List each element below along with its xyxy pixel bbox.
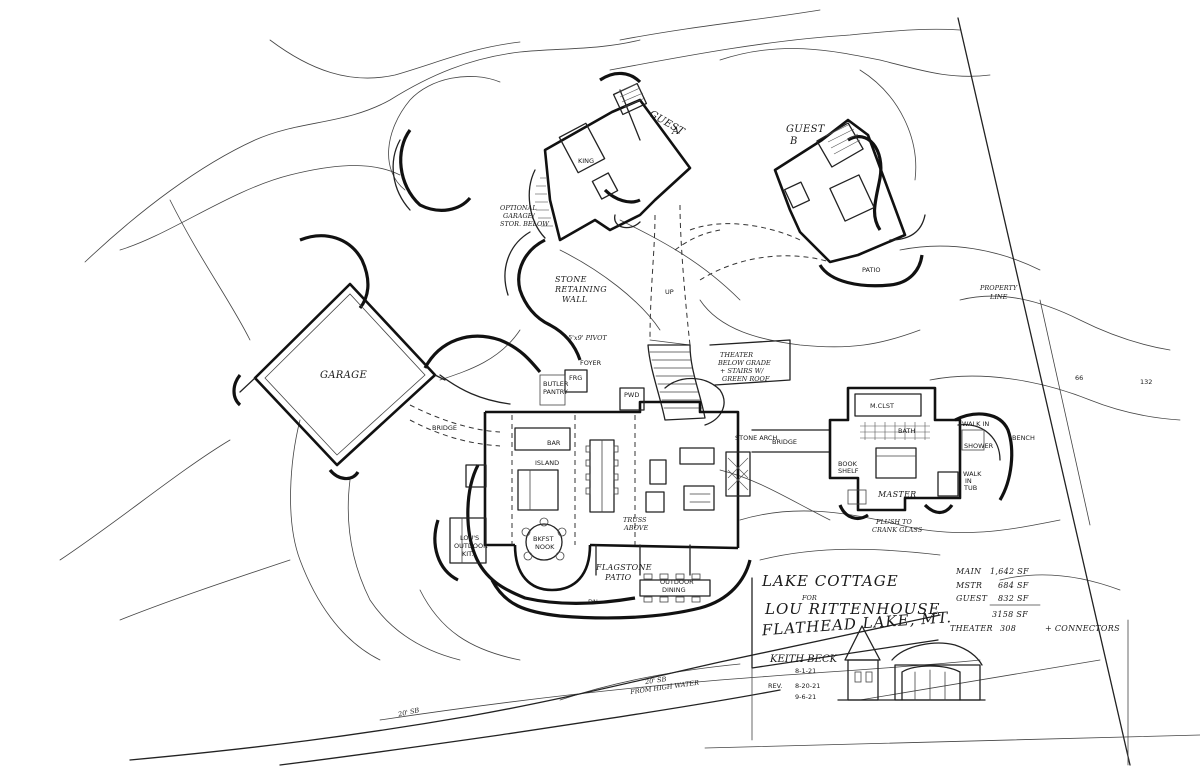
label-dn: DN [588,598,598,606]
label-outdoor-kit-2: OUTDOOR [454,542,488,550]
label-flagstone-1: FLAGSTONE [595,563,652,572]
label-stone-wall-1: STONE [555,275,587,284]
label-guest-a-1: GUEST [647,109,687,138]
label-butler-2: PANTRY [543,388,568,396]
label-bar: BAR [547,439,561,447]
title-line-1: LAKE COTTAGE [761,572,899,590]
label-outdoor-kit-3: KIT. [462,550,473,558]
label-setback-side: 20' SB [396,706,420,719]
label-foyer: FOYER [580,359,602,367]
area-main-value: 1,642 SF [990,567,1029,576]
label-theater-4: GREEN ROOF [722,375,770,383]
label-bridge-right: BRIDGE [772,438,797,446]
label-theater-3: + STAIRS W/ [720,367,764,375]
property-lines [704,17,1200,766]
date-revision-2: 9-6-21 [795,693,816,701]
label-theater-1: THEATER [720,351,753,359]
label-walk-tub-1: WALK [963,470,982,478]
label-king: KING [578,157,594,165]
label-up: UP [665,288,674,296]
label-pivot: 5'x9' PIVOT [568,334,607,342]
label-outdoor-dining-2: DINING [662,586,686,594]
label-outdoor-kit-1: LOU'S [460,534,479,542]
title-block: LAKE COTTAGE FOR LOU RITTENHOUSE FLATHEA… [760,572,952,701]
label-bath: BATH [898,427,915,435]
label-truss-1: TRUSS [623,516,647,524]
label-optional-garage-2: GARAGE/ [503,212,535,220]
area-total-value: 3158 SF [992,610,1028,619]
label-flush-glass-1: FLUSH TO [875,518,912,526]
label-shower: SHOWER [964,442,994,450]
main-house [449,369,751,603]
area-main-label: MAIN [955,567,982,576]
area-guest-label: GUEST [956,594,988,603]
terrain-contours [59,9,1181,721]
label-guest-b-1: GUEST [786,124,826,135]
label-theater-2: BELOW GRADE [717,359,771,367]
guest-a-wing [528,82,692,242]
label-flush-glass-2: CRANK GLASS [872,526,923,534]
area-theater-label: THEATER [950,624,993,633]
label-m-closet: M.CLST [870,402,894,410]
label-island: ISLAND [535,459,559,467]
label-optional-garage-1: OPTIONAL [500,204,537,212]
label-pwd: PWD [624,391,639,399]
walkways [649,204,831,346]
date-revision-1: 8-20-21 [795,682,820,690]
label-guest-b-2: B [789,136,798,147]
title-block-frame [751,577,939,741]
label-property-line-2: LINE [989,293,1008,301]
label-property-line-1: PROPERTY [979,284,1018,292]
title-line-3: LOU RITTENHOUSE [764,600,941,618]
room-labels: GARAGE GUEST A GUEST B KING OPTIONAL GAR… [320,109,1152,719]
area-master-label: MSTR [955,581,982,590]
label-patio: PATIO [862,266,880,274]
stone-retaining-walls [232,71,1014,620]
label-breakfast-2: NOOK [535,543,555,551]
date-original: 8-1-21 [795,667,816,675]
theater-stair [647,339,791,426]
master-wing [828,386,1001,512]
label-book-shelf-1: BOOK [838,460,858,468]
garage-block [239,282,446,467]
label-breakfast-1: BKFST [533,535,553,543]
right-bridge [751,429,831,453]
label-stone-wall-2: RETAINING [554,285,607,294]
area-guest-value: 832 SF [998,594,1029,603]
label-garage: GARAGE [320,370,367,381]
label-stone-wall-3: WALL [562,295,587,304]
area-schedule: MAIN 1,642 SF MSTR 684 SF GUEST 832 SF 3… [950,567,1120,633]
guest-b-wing [773,118,926,264]
label-guest-a-2: A [671,126,680,137]
label-outdoor-dining-1: OUTDOOR [660,578,694,586]
title-line-2: FOR [801,594,817,602]
label-walk-in: WALK IN [962,420,989,428]
left-bridge [409,374,511,447]
label-side-number-132: 132 [1140,378,1152,386]
area-connectors: + CONNECTORS [1045,624,1120,633]
area-theater-value: 308 [1000,624,1016,633]
label-butler-1: BUTLER [543,380,569,388]
elevation-sketch [837,625,986,701]
label-bridge-left: BRIDGE [432,424,457,432]
designer-name: KEITH BECK [769,654,838,665]
shoreline [129,614,1101,766]
label-optional-garage-3: STOR. BELOW [500,220,550,228]
label-stone-arch: STONE ARCH [735,434,777,442]
label-side-number-66: 66 [1075,374,1083,382]
label-book-shelf-2: SHELF [838,467,859,475]
label-truss-2: ABOVE [623,524,649,532]
revision-label: REV. [768,682,782,690]
label-frg: FRG [569,374,582,382]
label-flagstone-2: PATIO [604,573,632,582]
label-setback-water-1: 20' SB [644,675,667,686]
area-master-value: 684 SF [998,581,1029,590]
label-master: MASTER [877,490,916,499]
label-walk-tub-2: IN [965,477,972,485]
label-walk-tub-3: TUB [963,484,977,492]
label-bench: BENCH [1012,434,1035,442]
